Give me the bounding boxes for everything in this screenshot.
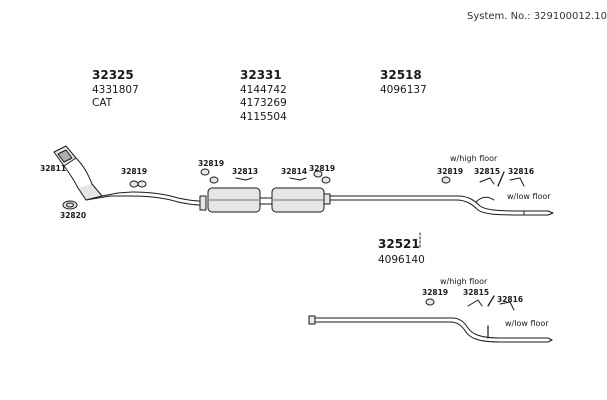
- part-32811-label[interactable]: 32811: [40, 164, 67, 173]
- system-number: System. No.: 329100012.10: [467, 11, 607, 22]
- rubber-mounts[interactable]: [129, 168, 525, 311]
- low-floor-note-a: w/low floor: [507, 192, 551, 201]
- high-floor-note-a: w/high floor: [450, 154, 498, 163]
- part-32819-label-d[interactable]: 32819: [437, 167, 464, 176]
- tail-pipe-32521[interactable]: [308, 232, 553, 343]
- group-32521-number[interactable]: 32521: [378, 237, 420, 251]
- group-32518-ref: 4096137: [380, 84, 427, 96]
- group-32325-note: CAT: [92, 97, 113, 109]
- part-32816-label-a[interactable]: 32816: [508, 167, 535, 176]
- part-32819-label-c[interactable]: 32819: [309, 164, 336, 173]
- part-32814-label[interactable]: 32814: [281, 167, 308, 176]
- low-floor-note-b: w/low floor: [505, 319, 549, 328]
- part-32820-label[interactable]: 32820: [60, 211, 87, 220]
- part-32819-label-b[interactable]: 32819: [198, 159, 225, 168]
- tail-pipe-32518[interactable]: [329, 195, 554, 216]
- group-32325-ref: 4331807: [92, 84, 139, 96]
- mufflers[interactable]: [199, 187, 331, 213]
- part-32813-label[interactable]: 32813: [232, 167, 259, 176]
- part-32819-label-e[interactable]: 32819: [422, 288, 449, 297]
- front-pipe[interactable]: [131, 191, 201, 206]
- group-32325-number[interactable]: 32325: [92, 68, 134, 82]
- group-32331-number[interactable]: 32331: [240, 68, 282, 82]
- high-floor-note-b: w/high floor: [440, 277, 488, 286]
- part-32819-label-a[interactable]: 32819: [121, 167, 148, 176]
- part-32815-label-b[interactable]: 32815: [463, 288, 490, 297]
- group-32331-ref-3: 4115504: [240, 111, 287, 123]
- group-32518-number[interactable]: 32518: [380, 68, 422, 82]
- catalytic-converter[interactable]: [53, 145, 133, 210]
- group-32521-ref: 4096140: [378, 254, 425, 266]
- group-32331-ref-2: 4173269: [240, 97, 287, 109]
- part-32816-label-b[interactable]: 32816: [497, 295, 524, 304]
- part-32815-label-a[interactable]: 32815: [474, 167, 501, 176]
- group-32331-ref-1: 4144742: [240, 84, 287, 96]
